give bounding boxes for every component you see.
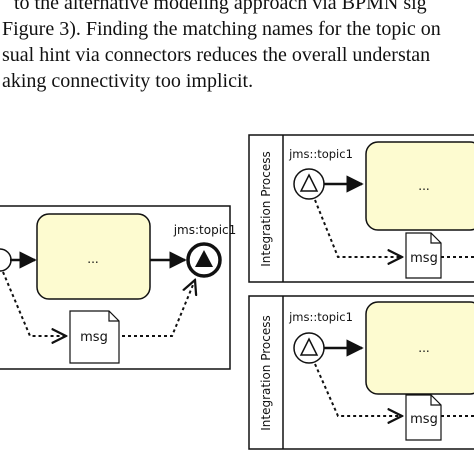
- left-diagram: ... jms:topic1 msg: [0, 205, 237, 370]
- task: [36, 213, 151, 300]
- task: [365, 301, 474, 395]
- start-event-icon: [0, 248, 12, 272]
- data-object-icon: [405, 394, 442, 441]
- pool: [248, 134, 474, 283]
- data-object-icon: [405, 232, 442, 279]
- paragraph-line-4: aking connectivity too implicit.: [2, 70, 254, 92]
- start-event-label: jms::topic1: [288, 310, 353, 324]
- pool: [248, 295, 474, 450]
- data-association: [314, 199, 402, 257]
- pool-label: Integration Process: [259, 315, 273, 430]
- data-object-label: msg: [80, 330, 108, 345]
- data-object-icon: [69, 310, 120, 364]
- data-object-label: msg: [410, 412, 438, 427]
- signal-triangle-icon: [195, 250, 213, 267]
- paragraph-line-3: sual hint via connectors reduces the ove…: [2, 44, 431, 66]
- start-event-label: jms::topic1: [288, 147, 353, 161]
- task-label: ...: [87, 252, 98, 266]
- paragraph-line-2: Figure 3). Finding the matching names fo…: [2, 18, 441, 40]
- task-label: ...: [418, 341, 429, 355]
- left-pool: [0, 205, 231, 370]
- data-object-label: msg: [410, 251, 438, 266]
- signal-triangle-icon: [299, 337, 319, 356]
- right-bottom-diagram: Integration Process jms::topic1 ... msg: [248, 295, 474, 450]
- end-event-label: jms:topic1: [173, 223, 237, 237]
- data-association: [314, 363, 402, 416]
- paper-paragraph: to the alternative modeling approach via…: [0, 0, 474, 94]
- data-association: [122, 280, 195, 337]
- pool-label: Integration Process: [259, 151, 273, 266]
- task: [365, 141, 474, 231]
- right-top-diagram: Integration Process jms::topic1 ... msg: [248, 134, 474, 283]
- task-label: ...: [418, 179, 429, 193]
- signal-triangle-icon: [299, 173, 319, 192]
- paragraph-line-1: to the alternative modeling approach via…: [14, 0, 427, 14]
